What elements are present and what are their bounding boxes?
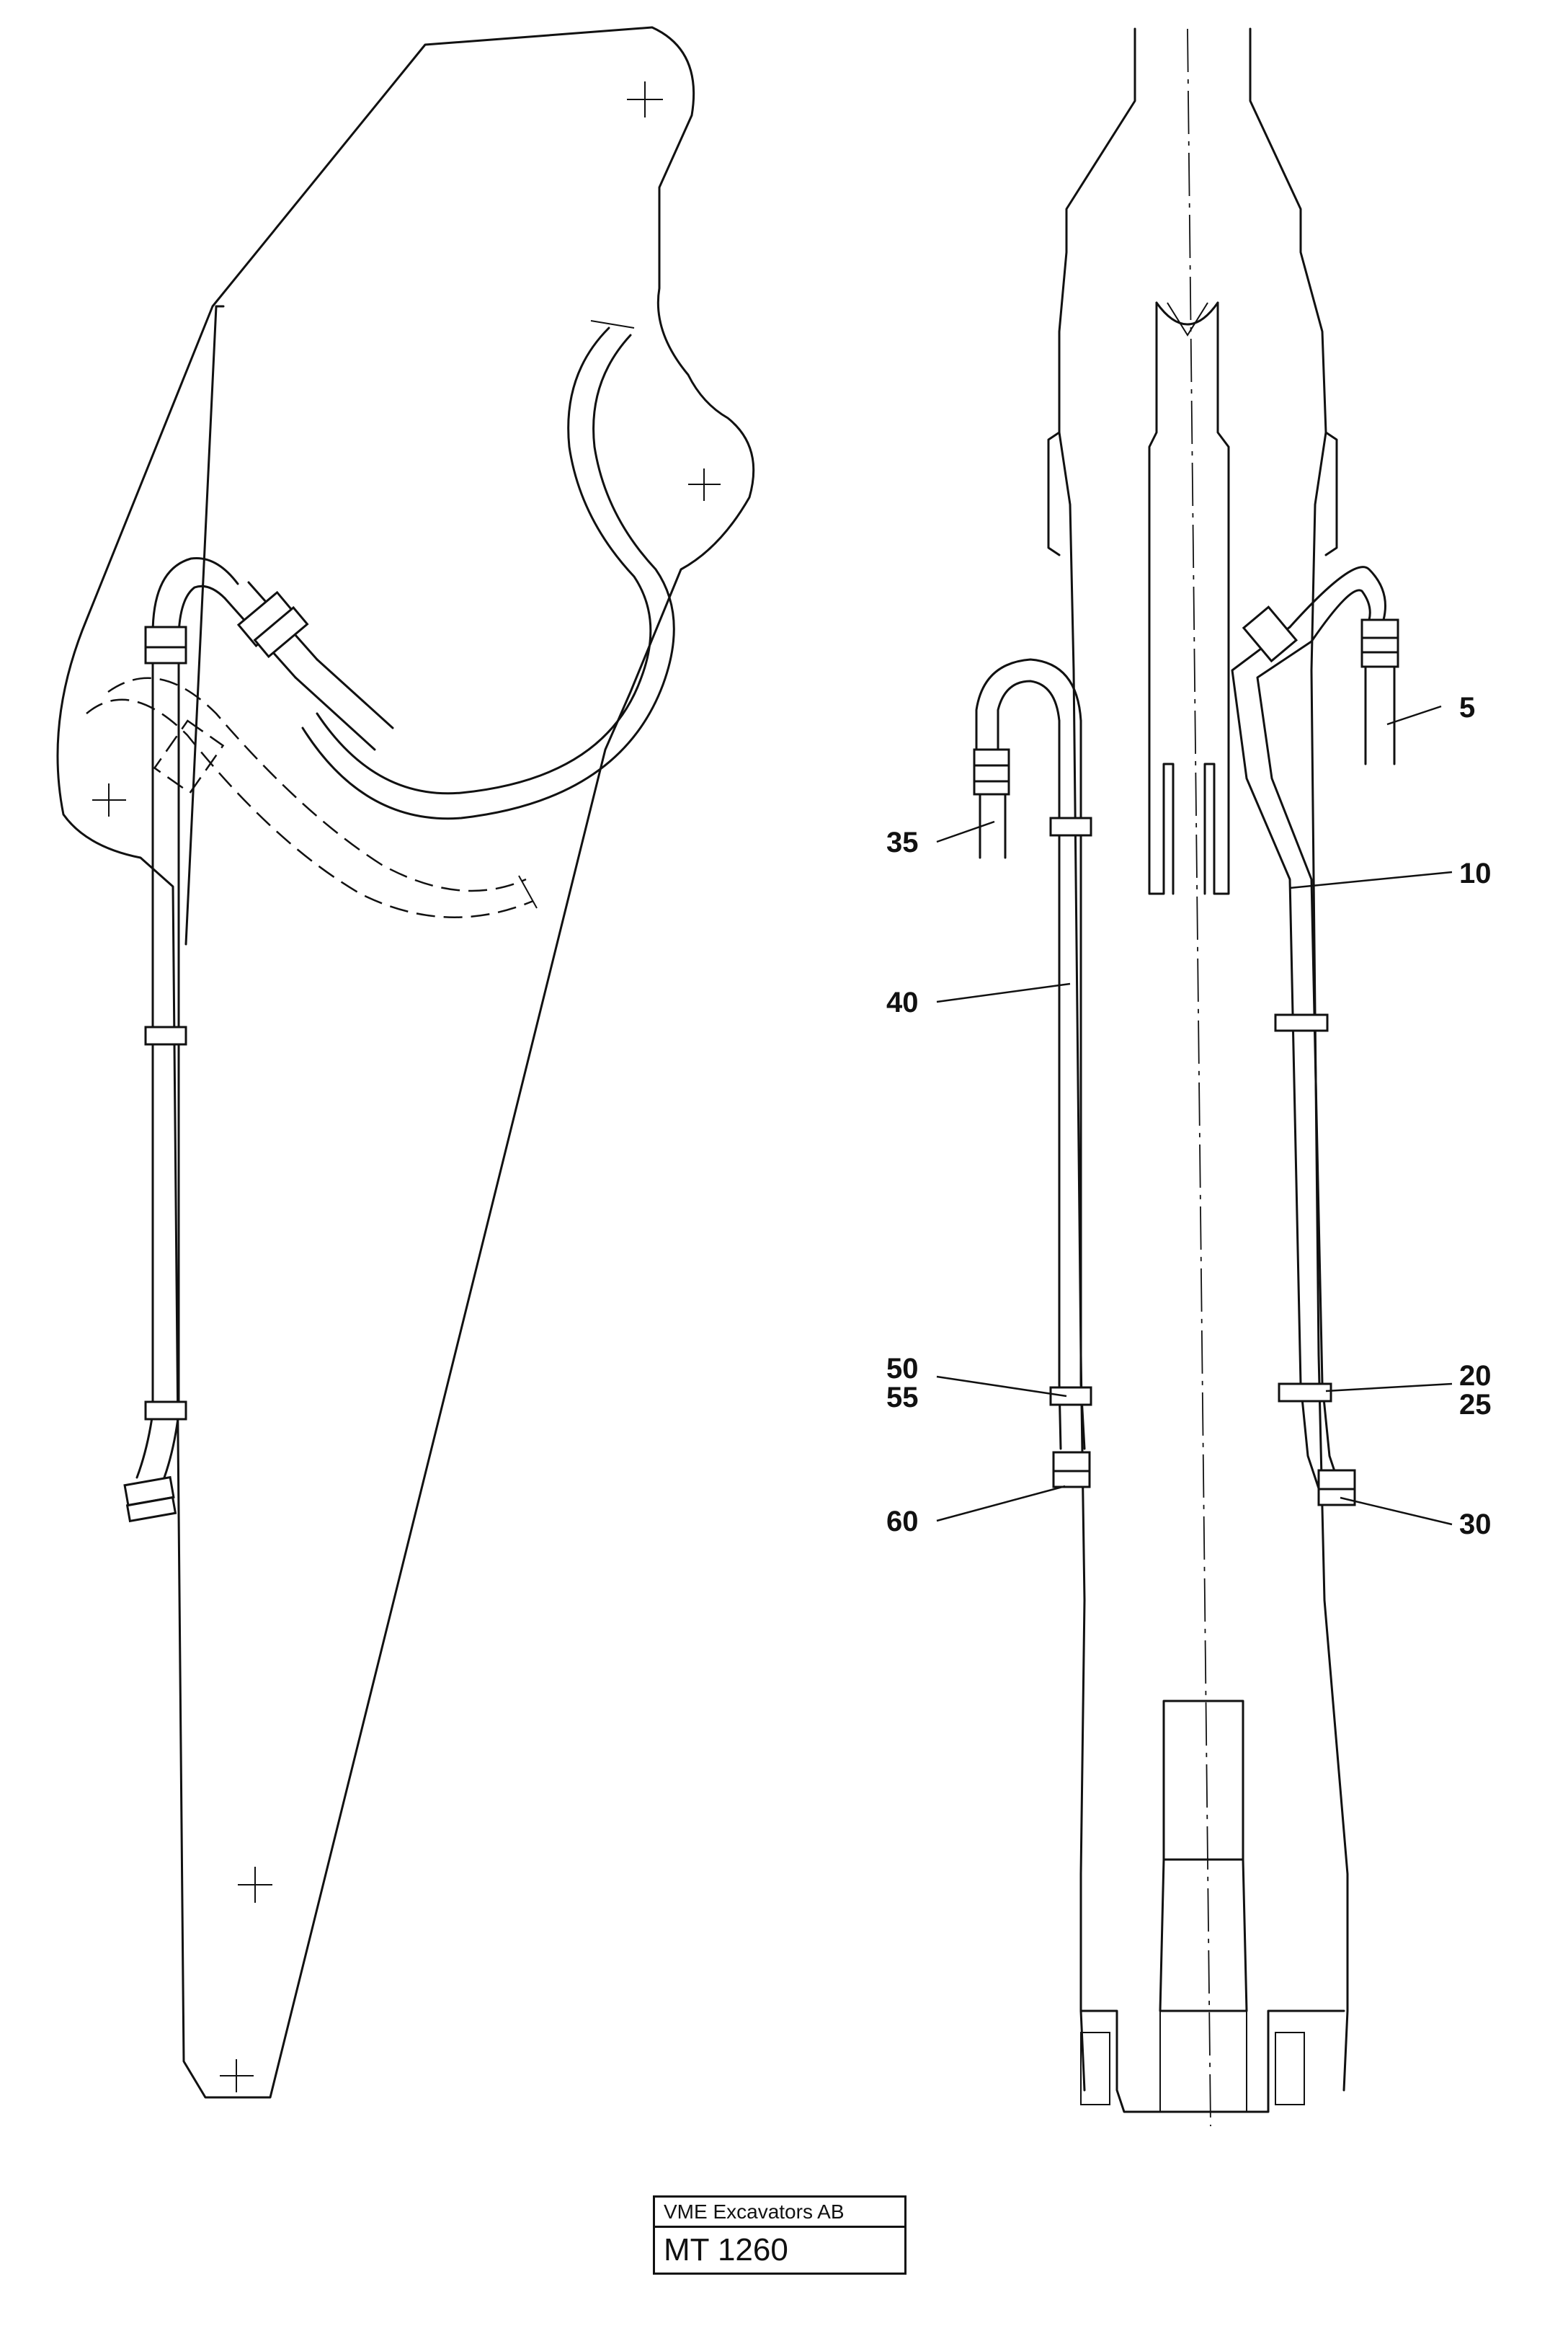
fitting-35 xyxy=(973,748,1010,767)
callout-35: 35 xyxy=(886,827,919,858)
hose-loop-side xyxy=(316,327,652,795)
pipe-side xyxy=(135,633,154,1479)
title-code: MT 1260 xyxy=(664,2232,788,2267)
arm-outline-top xyxy=(1058,27,1136,2092)
callout-20: 20 xyxy=(1459,1360,1492,1392)
callout-40: 40 xyxy=(886,987,919,1018)
clamp-left-upper xyxy=(1049,817,1092,837)
arm-outline-side xyxy=(56,26,755,2099)
callout-leaders xyxy=(936,705,1453,1526)
fitting-60 xyxy=(1052,1470,1091,1488)
callout-30: 30 xyxy=(1459,1509,1492,1540)
callout-60: 60 xyxy=(886,1506,919,1537)
callout-5: 5 xyxy=(1459,692,1475,724)
pipe-clamp xyxy=(144,626,187,649)
callout-25: 25 xyxy=(1459,1389,1492,1421)
title-company: VME Excavators AB xyxy=(655,2198,904,2228)
clamp-left-lower xyxy=(1049,1386,1092,1406)
center-line xyxy=(1187,28,1211,2127)
fitting-5 xyxy=(1360,618,1399,639)
clamp-right-lower xyxy=(1278,1382,1332,1403)
fitting-30 xyxy=(1317,1488,1356,1506)
top-view xyxy=(973,27,1399,2127)
pipe-left xyxy=(1058,719,1062,1450)
hidden-hose-side xyxy=(86,698,534,918)
callout-labels: 5 10 20 25 30 35 40 50 55 60 xyxy=(886,692,1492,1540)
clamp-right-upper xyxy=(1274,1013,1329,1032)
callout-55: 55 xyxy=(886,1382,919,1413)
pipe-right xyxy=(1231,626,1324,1501)
callout-10: 10 xyxy=(1459,858,1492,889)
pin-mark xyxy=(92,81,721,2092)
title-block: VME Excavators AB MT 1260 xyxy=(653,2195,906,2275)
side-view xyxy=(56,26,755,2099)
callout-50: 50 xyxy=(886,1353,919,1385)
